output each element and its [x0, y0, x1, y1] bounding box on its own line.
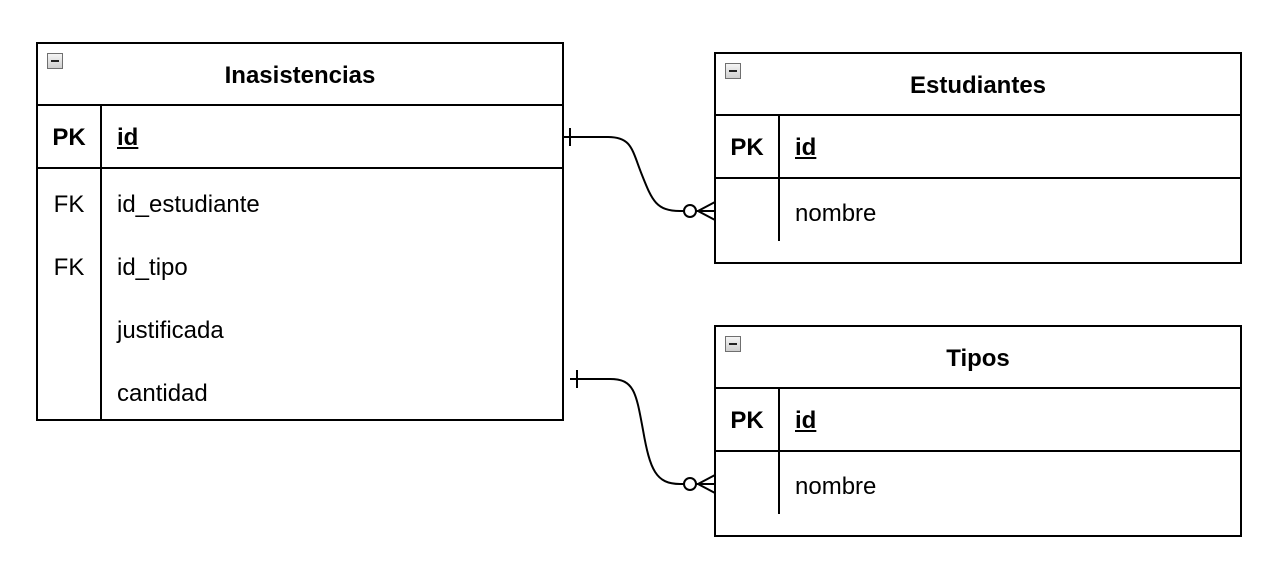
field-name: nombre	[795, 473, 877, 500]
column-divider	[778, 452, 780, 514]
zero-marker-tipos	[683, 477, 697, 491]
collapse-icon[interactable]	[47, 53, 63, 69]
entity-header: Inasistencias	[38, 44, 562, 106]
primary-key-row[interactable]: PK id	[716, 116, 1240, 179]
collapse-icon[interactable]	[725, 63, 741, 79]
field-name: nombre	[795, 200, 877, 227]
pk-field: id	[795, 134, 817, 161]
primary-key-row[interactable]: PK id	[38, 106, 562, 169]
key-label: PK	[52, 124, 86, 151]
field-name: cantidad	[117, 380, 208, 407]
column-divider	[778, 179, 780, 241]
entity-estudiantes[interactable]: Estudiantes PK id nombre	[714, 52, 1242, 264]
collapse-icon[interactable]	[725, 336, 741, 352]
entity-fields: nombre	[716, 452, 1240, 536]
many-marker-estudiantes	[695, 201, 716, 221]
key-label: PK	[730, 134, 764, 161]
key-label: PK	[730, 407, 764, 434]
entity-inasistencias[interactable]: Inasistencias PK id FK id_estudiante FK …	[36, 42, 564, 421]
field-row[interactable]: FK id_tipo	[38, 246, 562, 286]
entity-header: Estudiantes	[716, 54, 1240, 116]
entity-tipos[interactable]: Tipos PK id nombre	[714, 325, 1242, 537]
many-marker-tipos	[695, 474, 716, 494]
field-row[interactable]: nombre	[716, 192, 1240, 232]
column-divider	[778, 116, 780, 177]
entity-fields: nombre	[716, 179, 1240, 263]
entity-title: Inasistencias	[224, 62, 376, 89]
field-name: id_estudiante	[117, 191, 260, 218]
connector-inasistencias-estudiantes	[563, 136, 715, 212]
pk-field: id	[795, 407, 817, 434]
field-row[interactable]: cantidad	[38, 372, 562, 412]
field-name: justificada	[117, 317, 224, 344]
column-divider	[100, 106, 102, 167]
entity-title: Tipos	[946, 345, 1010, 372]
field-row[interactable]: justificada	[38, 309, 562, 349]
entity-fields: FK id_estudiante FK id_tipo justificada …	[38, 169, 562, 420]
zero-marker-estudiantes	[683, 204, 697, 218]
field-row[interactable]: FK id_estudiante	[38, 183, 562, 223]
entity-title: Estudiantes	[909, 72, 1047, 99]
entity-header: Tipos	[716, 327, 1240, 389]
key-label: FK	[53, 191, 85, 218]
column-divider	[778, 389, 780, 450]
column-divider	[100, 169, 102, 420]
pk-field: id	[117, 124, 139, 151]
field-name: id_tipo	[117, 254, 188, 281]
primary-key-row[interactable]: PK id	[716, 389, 1240, 452]
key-label: FK	[53, 254, 85, 281]
connector-inasistencias-tipos	[570, 378, 715, 485]
field-row[interactable]: nombre	[716, 465, 1240, 505]
